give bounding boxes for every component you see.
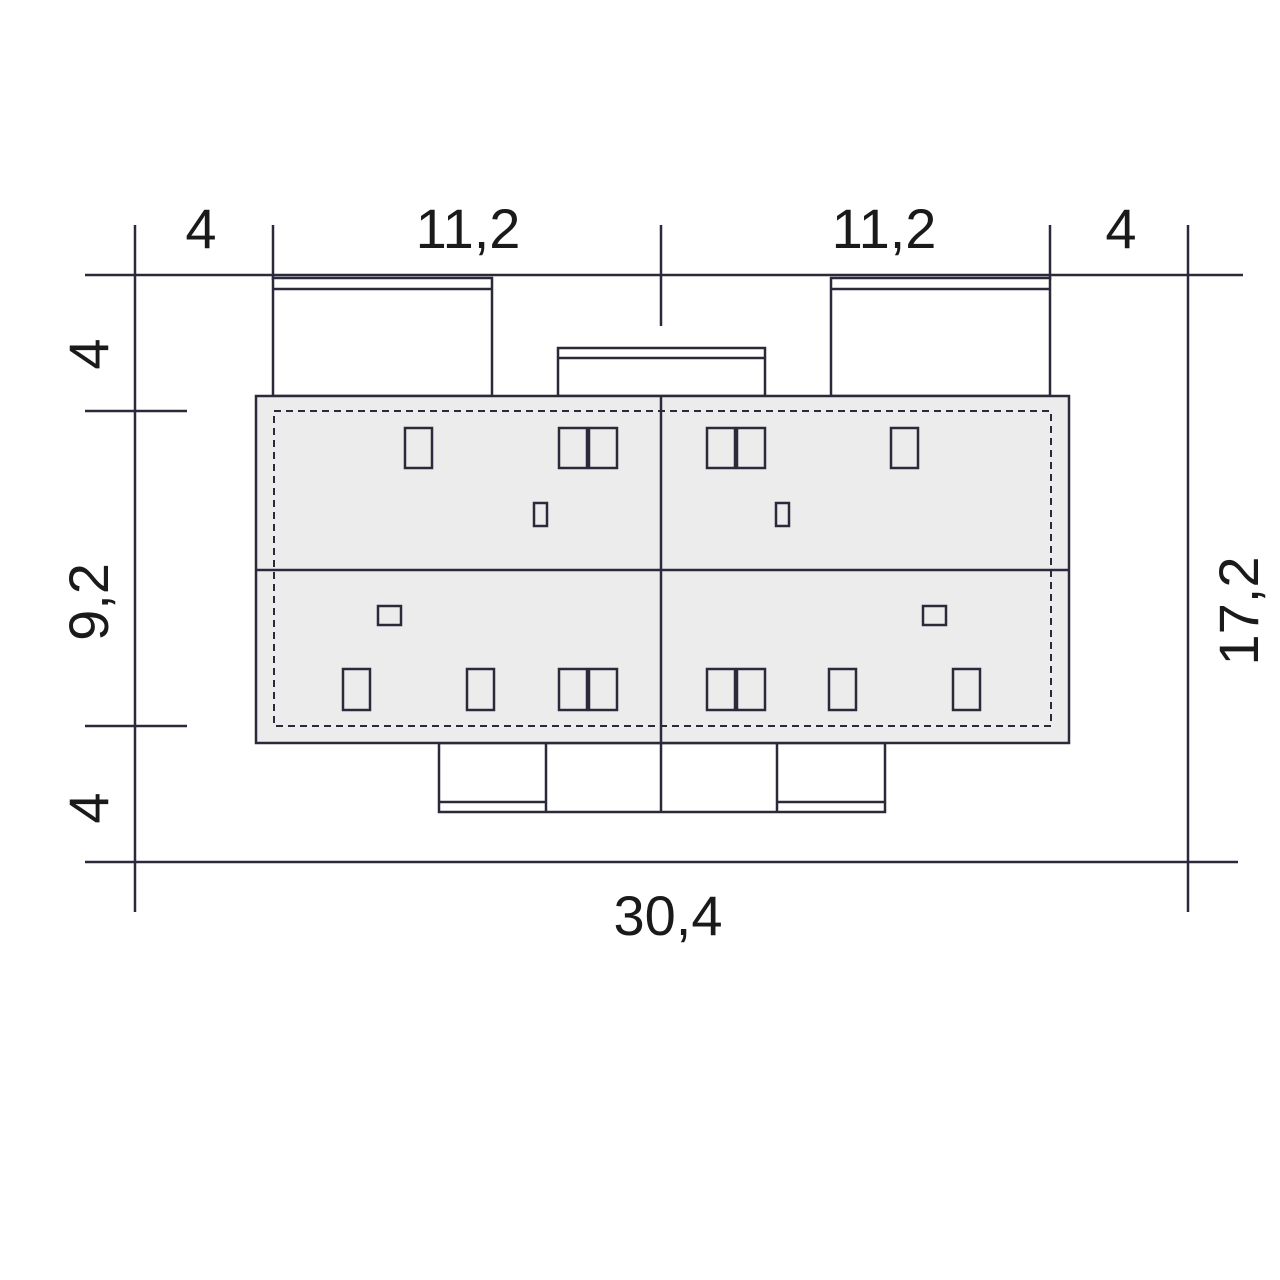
label-top-left-setback: 4 xyxy=(185,197,216,260)
roof-window xyxy=(735,667,767,712)
roof-window xyxy=(827,667,858,712)
dimension-labels: 4 11,2 11,2 4 30,4 4 9,2 4 17,2 xyxy=(57,197,1270,947)
label-top-right-width: 11,2 xyxy=(832,197,937,260)
roof-vent xyxy=(921,604,948,627)
garage-left xyxy=(271,276,494,398)
roof-window xyxy=(735,426,767,470)
roof-window xyxy=(465,667,496,712)
roof-window xyxy=(557,667,589,712)
label-right-total-depth: 17,2 xyxy=(1207,557,1270,666)
roof-window xyxy=(587,426,619,470)
dimension-lines xyxy=(85,225,1243,912)
roof-vent xyxy=(376,604,403,627)
roof-window xyxy=(705,426,737,470)
garage-left-outline xyxy=(271,276,494,398)
porch-outline xyxy=(556,346,767,398)
roof-window xyxy=(557,426,589,470)
label-left-top-setback: 4 xyxy=(57,338,120,369)
label-top-left-width: 11,2 xyxy=(416,197,521,260)
main-roof xyxy=(254,394,1071,812)
entrance-porch xyxy=(556,346,767,398)
label-left-bottom-setback: 4 xyxy=(57,792,120,823)
roof-vent xyxy=(532,501,549,528)
garage-right xyxy=(829,276,1052,398)
label-top-right-setback: 4 xyxy=(1105,197,1136,260)
roof-windows xyxy=(341,426,982,712)
roof-window xyxy=(341,667,372,712)
roof-vent xyxy=(774,501,791,528)
label-left-depth: 9,2 xyxy=(57,563,120,641)
label-bottom-total-width: 30,4 xyxy=(614,884,723,947)
roof-window xyxy=(587,667,619,712)
roof-window xyxy=(403,426,434,470)
roof-window xyxy=(951,667,982,712)
wall-line-dashed xyxy=(273,410,1052,727)
roof-window xyxy=(889,426,920,470)
roof-window xyxy=(705,667,737,712)
garage-right-outline xyxy=(829,276,1052,398)
